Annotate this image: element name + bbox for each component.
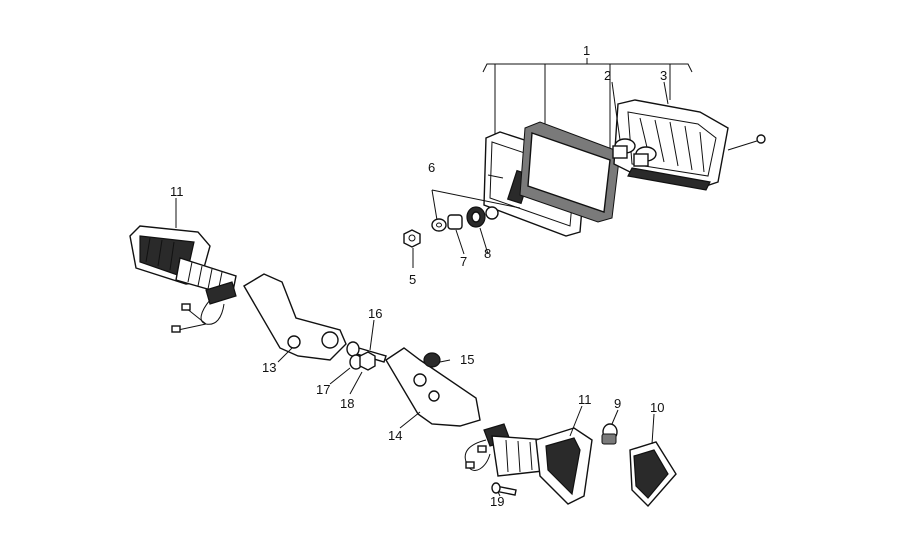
bulb-9 (601, 423, 618, 445)
callout-3: 3 (660, 68, 667, 83)
callout-labels: 1 2 3 5 6 7 8 9 10 11 11 13 14 15 16 17 … (170, 43, 667, 509)
turn-signal-lens-right (535, 427, 593, 505)
callout-1: 1 (583, 43, 590, 58)
lamp-gasket (519, 121, 621, 223)
callout-16: 16 (368, 306, 382, 321)
mount-bracket-13 (243, 273, 347, 361)
callout-7: 7 (460, 254, 467, 269)
callout-2: 2 (604, 68, 611, 83)
callout-11-right: 11 (578, 392, 592, 407)
callout-6: 6 (428, 160, 435, 175)
grommet-8 (466, 206, 499, 228)
callout-10: 10 (650, 400, 664, 415)
leader-lines (175, 81, 669, 497)
screw-19 (491, 482, 517, 496)
callout-8: 8 (484, 246, 491, 261)
turn-signal-stalk-left (175, 257, 237, 305)
spacer-7 (447, 214, 463, 230)
callout-19: 19 (490, 494, 504, 509)
right-turn-signal (385, 347, 677, 508)
callout-5: 5 (409, 272, 416, 287)
callout-18: 18 (340, 396, 354, 411)
washer-6 (431, 218, 447, 232)
callout-9: 9 (614, 396, 621, 411)
lens-screw (727, 134, 766, 151)
nut-5 (403, 229, 421, 248)
reflector-10 (629, 441, 677, 508)
callout-1-bracket (482, 58, 693, 150)
tail-lamp-bulbs (612, 138, 657, 167)
nut-15 (423, 352, 441, 368)
mount-bracket-14 (385, 347, 481, 427)
nut-18 (359, 351, 376, 371)
callout-17: 17 (316, 382, 330, 397)
turn-signal-wires-right (464, 439, 491, 471)
lamp-hardware (403, 189, 521, 248)
left-turn-signal (129, 225, 387, 371)
callout-14: 14 (388, 428, 402, 443)
callout-15: 15 (460, 352, 474, 367)
rear-lamp-assembly (482, 58, 766, 237)
callout-13: 13 (262, 360, 276, 375)
callout-11-left: 11 (170, 184, 184, 199)
turn-signal-wires-left (171, 299, 225, 333)
